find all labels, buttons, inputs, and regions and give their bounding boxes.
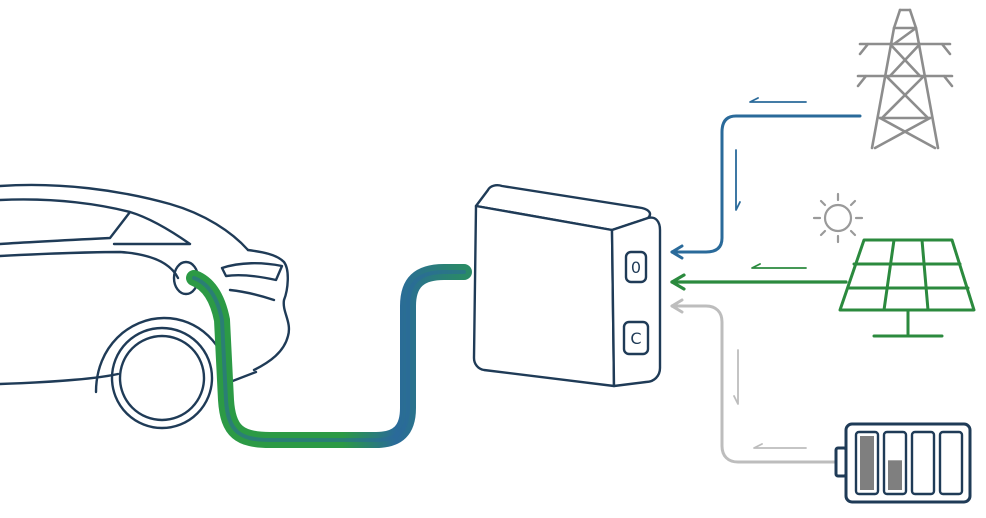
car-rear-window: [0, 198, 132, 246]
battery-cells: [854, 430, 964, 496]
charger-front-face: [472, 204, 616, 388]
charger-side-face: [610, 216, 662, 388]
solar-flow-arrow: [751, 263, 807, 269]
battery-cell-fill: [888, 460, 902, 490]
car-window-pillar: [112, 210, 192, 246]
charger-button-bottom-label: C: [630, 329, 641, 348]
battery-flow-arrow: [753, 443, 807, 449]
charger-button-top-label: 0: [631, 258, 641, 277]
grid-flow-arrow: [749, 97, 807, 103]
battery-cell: [938, 430, 964, 496]
wallbox-charger-icon: 0 C: [472, 184, 662, 388]
battery-flow-arrow-vertical: [733, 349, 739, 405]
car-lower-body: [0, 372, 120, 386]
solar-flow-line: [670, 263, 848, 291]
battery-terminal: [834, 446, 848, 478]
car-body-rear: [246, 248, 291, 372]
car-roof-line: [0, 183, 250, 252]
car-wheel-outer: [110, 326, 214, 430]
charger-button-top[interactable]: 0: [624, 250, 648, 284]
charger-button-bottom[interactable]: C: [622, 320, 650, 356]
grid-flow-line: [670, 97, 862, 260]
electric-car-icon: [0, 183, 291, 430]
car-tail-light: [220, 262, 284, 282]
battery-cell-fill: [860, 436, 874, 490]
car-wheel-inner: [118, 334, 206, 422]
battery-cell: [910, 430, 936, 496]
sun-icon: [812, 192, 864, 244]
charging-cable: [186, 264, 472, 448]
battery-icon: [834, 422, 972, 504]
solar-panel-icon: [838, 238, 976, 338]
power-tower-icon: [856, 8, 954, 150]
battery-flow-line: [670, 298, 838, 464]
grid-flow-arrow-vertical: [735, 149, 741, 211]
